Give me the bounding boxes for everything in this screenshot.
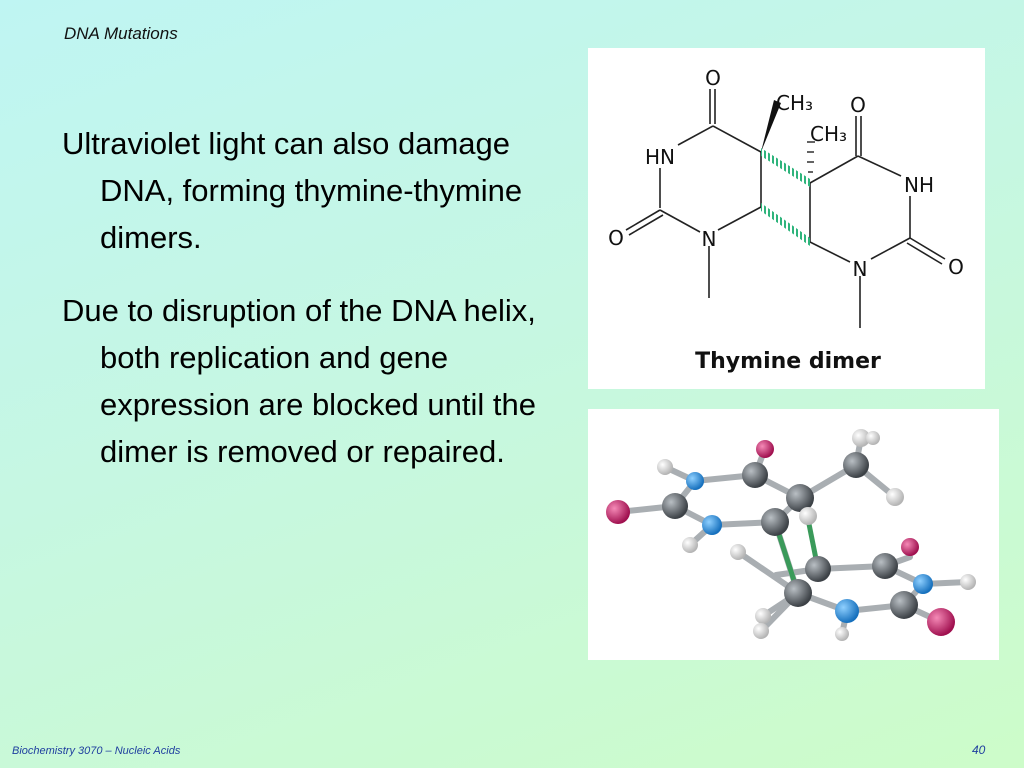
model-atoms	[606, 429, 976, 641]
slide-body: Ultraviolet light can also damage DNA, f…	[62, 120, 562, 501]
atom-o-bottom-left: O	[608, 226, 624, 250]
right-ring-bonds	[809, 116, 946, 328]
thymine-dimer-ball-and-stick-figure	[588, 409, 999, 660]
left-methyl-wedge	[761, 100, 781, 152]
footer-course: Biochemistry 3070 – Nucleic Acids	[12, 745, 181, 757]
cyclobutane-bond-bottom	[761, 203, 810, 246]
atom-ch3-right: CH₃	[810, 122, 847, 146]
thymine-dimer-structure-figure: O CH₃ O CH₃ HN NH O N N O Thymine dimer	[588, 48, 985, 389]
slide-title: DNA Mutations	[64, 24, 178, 43]
page-number: 40	[972, 743, 986, 757]
bullet-helix-disruption: Due to disruption of the DNA helix, both…	[62, 293, 536, 469]
atom-hn-left: HN	[645, 145, 675, 169]
cyclobutane-bond-top	[761, 148, 810, 187]
bullet-uv-damage: Ultraviolet light can also damage DNA, f…	[62, 126, 523, 255]
atom-ch3-left: CH₃	[776, 91, 813, 115]
atom-n-right: N	[853, 257, 868, 281]
ball-and-stick-model	[606, 429, 976, 641]
atom-nh-right: NH	[904, 173, 934, 197]
thymine-dimer-structure-diagram: O CH₃ O CH₃ HN NH O N N O Thymine dimer	[608, 66, 964, 374]
figure-caption: Thymine dimer	[695, 349, 881, 374]
atom-o-bottom-right: O	[948, 255, 964, 279]
atom-n-left: N	[702, 227, 717, 251]
atom-o-top-right: O	[850, 93, 866, 117]
right-methyl-hash	[807, 141, 815, 173]
left-ring-bonds	[625, 89, 762, 298]
atom-o-top-left: O	[705, 66, 721, 90]
